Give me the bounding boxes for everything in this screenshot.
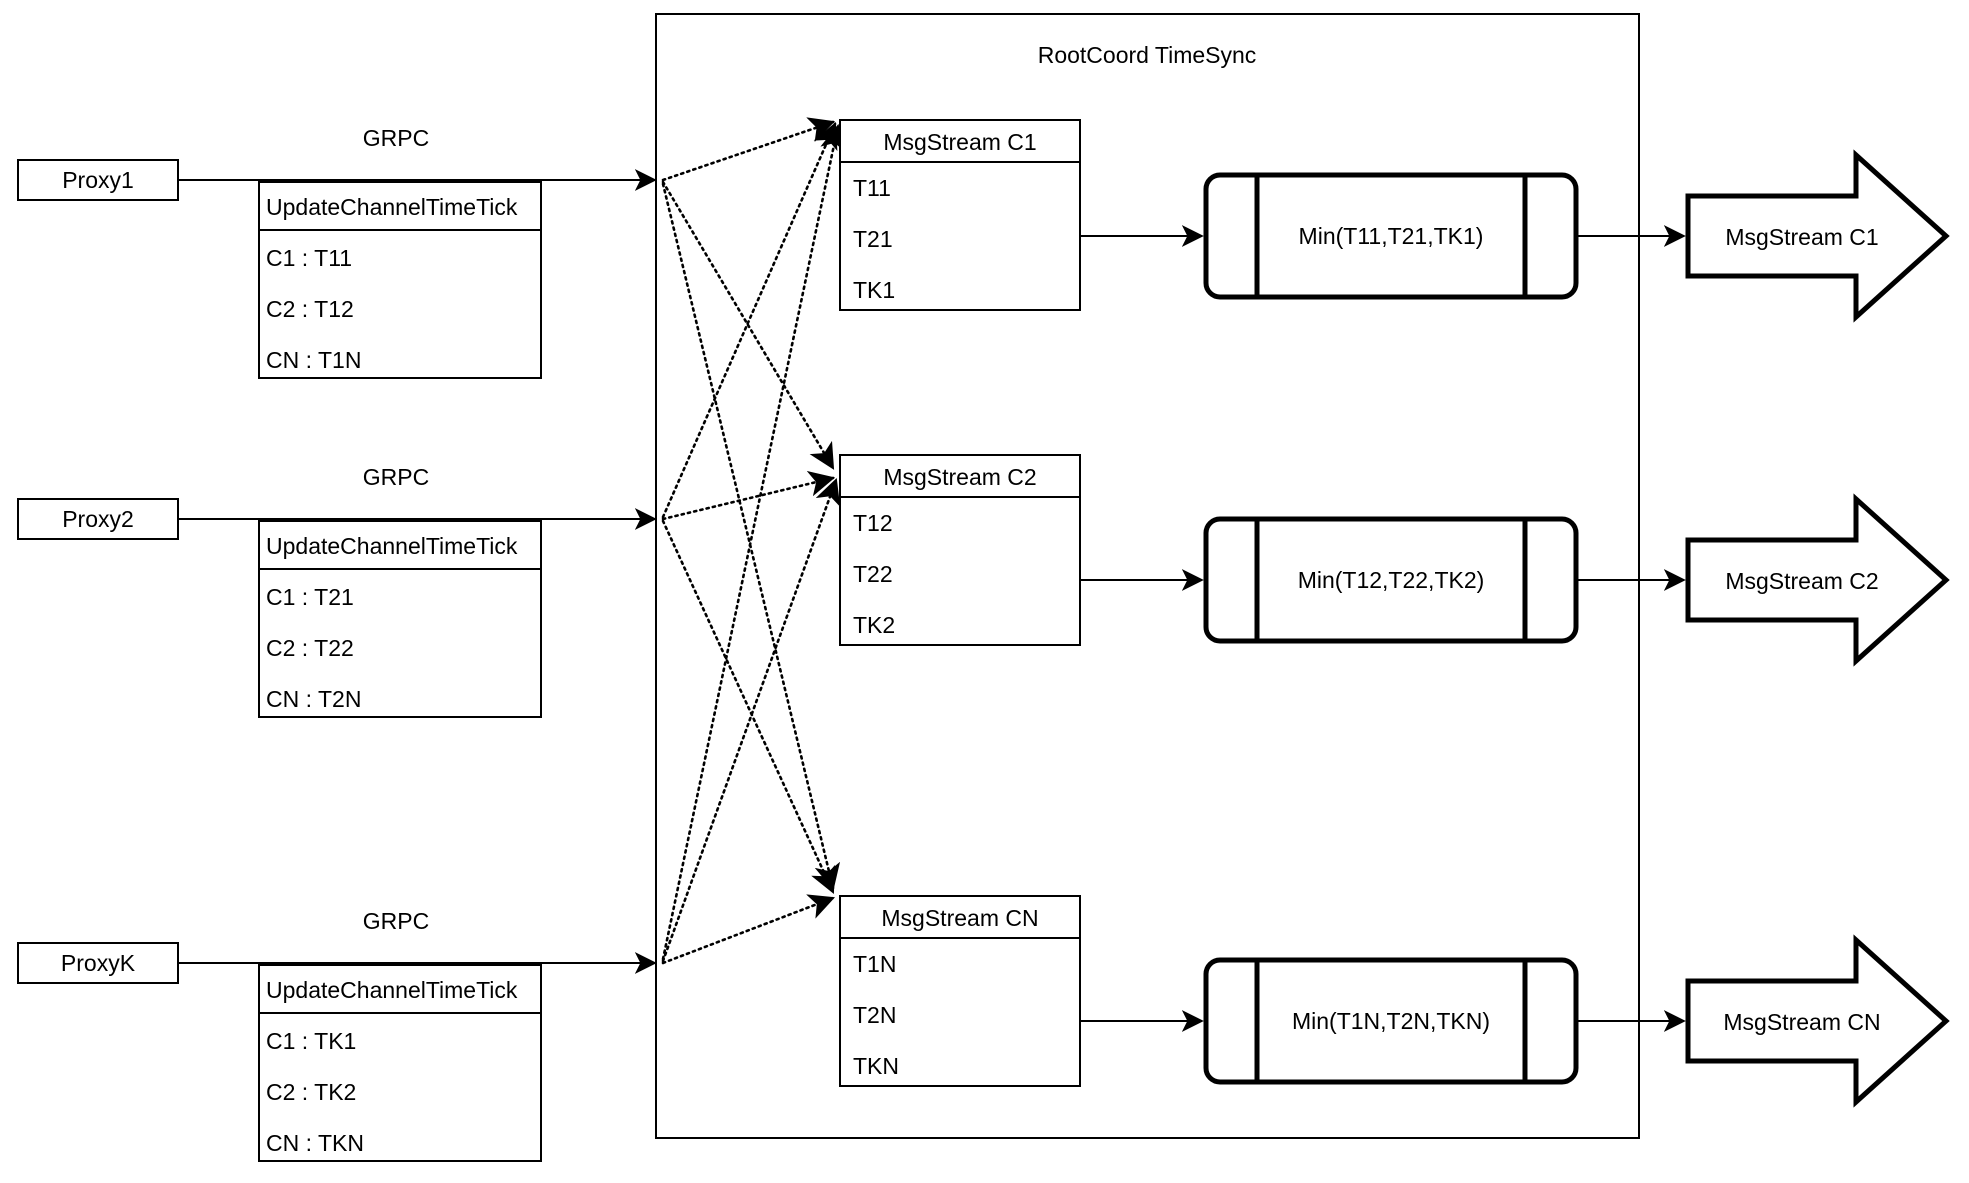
msgstream-header-2: MsgStream CN <box>881 905 1038 931</box>
rpc-row-2-0: C1 : TK1 <box>266 1028 356 1054</box>
rpc-row-0-2: CN : T1N <box>266 347 361 373</box>
fanin-edge-0-0 <box>661 117 836 182</box>
fanin-edge-1-0 <box>661 122 838 519</box>
msgstream-row-1-0: T12 <box>853 510 893 536</box>
msgstream-row-0-1: T21 <box>853 226 893 252</box>
rpc-row-1-0: C1 : T21 <box>266 584 354 610</box>
msgstream-box-2 <box>839 895 1081 1087</box>
rpc-row-0-1: C2 : T12 <box>266 296 354 322</box>
fanin-edge-0-1 <box>661 180 835 470</box>
msgstream-header-1: MsgStream C2 <box>883 464 1036 490</box>
container-title: RootCoord TimeSync <box>1038 42 1257 68</box>
rpc-header-0: UpdateChannelTimeTick <box>266 194 518 220</box>
msgstream-row-1-1: T22 <box>853 561 893 587</box>
output-arrow-shape-2 <box>1685 934 1950 1108</box>
output-label-2: MsgStream CN <box>1723 1009 1880 1035</box>
msgstream-row-2-2: TKN <box>853 1053 899 1079</box>
rpc-box-2 <box>258 964 542 1162</box>
grpc-label-1: GRPC <box>363 464 429 490</box>
rpc-row-2-2: CN : TKN <box>266 1130 364 1156</box>
msgstream-box-0 <box>839 119 1081 311</box>
msgstream-header-0: MsgStream C1 <box>883 129 1036 155</box>
rpc-box-0 <box>258 181 542 379</box>
fanin-edge-2-1 <box>661 477 841 963</box>
rpc-row-0-0: C1 : T11 <box>266 245 352 271</box>
msgstream-row-2-1: T2N <box>853 1002 896 1028</box>
output-label-0: MsgStream C1 <box>1725 224 1878 250</box>
proxy-label-2: ProxyK <box>61 950 136 976</box>
msgstream-row-2-0: T1N <box>853 951 896 977</box>
grpc-label-0: GRPC <box>363 125 429 151</box>
rpc-row-1-1: C2 : T22 <box>266 635 354 661</box>
fanin-edge-2-0 <box>661 123 846 961</box>
msgstream-row-1-2: TK2 <box>853 612 895 638</box>
rpc-header-1: UpdateChannelTimeTick <box>266 533 518 559</box>
rpc-box-1 <box>258 520 542 718</box>
rpc-row-2-1: C2 : TK2 <box>266 1079 356 1105</box>
fanin-edge-0-2 <box>661 182 841 891</box>
proxy-box-0[interactable] <box>17 159 179 201</box>
grpc-label-2: GRPC <box>363 908 429 934</box>
proxy-label-1: Proxy2 <box>62 506 134 532</box>
rpc-header-2: UpdateChannelTimeTick <box>266 977 518 1003</box>
output-arrow-shape-1 <box>1685 493 1950 667</box>
output-label-1: MsgStream C2 <box>1725 568 1878 594</box>
fanin-edge-2-2 <box>661 894 836 965</box>
msgstream-box-1 <box>839 454 1081 646</box>
proxy-label-0: Proxy1 <box>62 167 134 193</box>
msgstream-row-0-2: TK1 <box>853 277 895 303</box>
min-label-0: Min(T11,T21,TK1) <box>1299 223 1484 249</box>
output-arrow-shape-0 <box>1685 149 1950 323</box>
rpc-row-1-2: CN : T2N <box>266 686 361 712</box>
min-label-1: Min(T12,T22,TK2) <box>1298 567 1485 593</box>
proxy-box-2[interactable] <box>17 942 179 984</box>
fanin-edge-1-2 <box>661 519 835 894</box>
min-label-2: Min(T1N,T2N,TKN) <box>1292 1008 1490 1034</box>
msgstream-row-0-0: T11 <box>853 175 891 201</box>
proxy-box-1[interactable] <box>17 498 179 540</box>
